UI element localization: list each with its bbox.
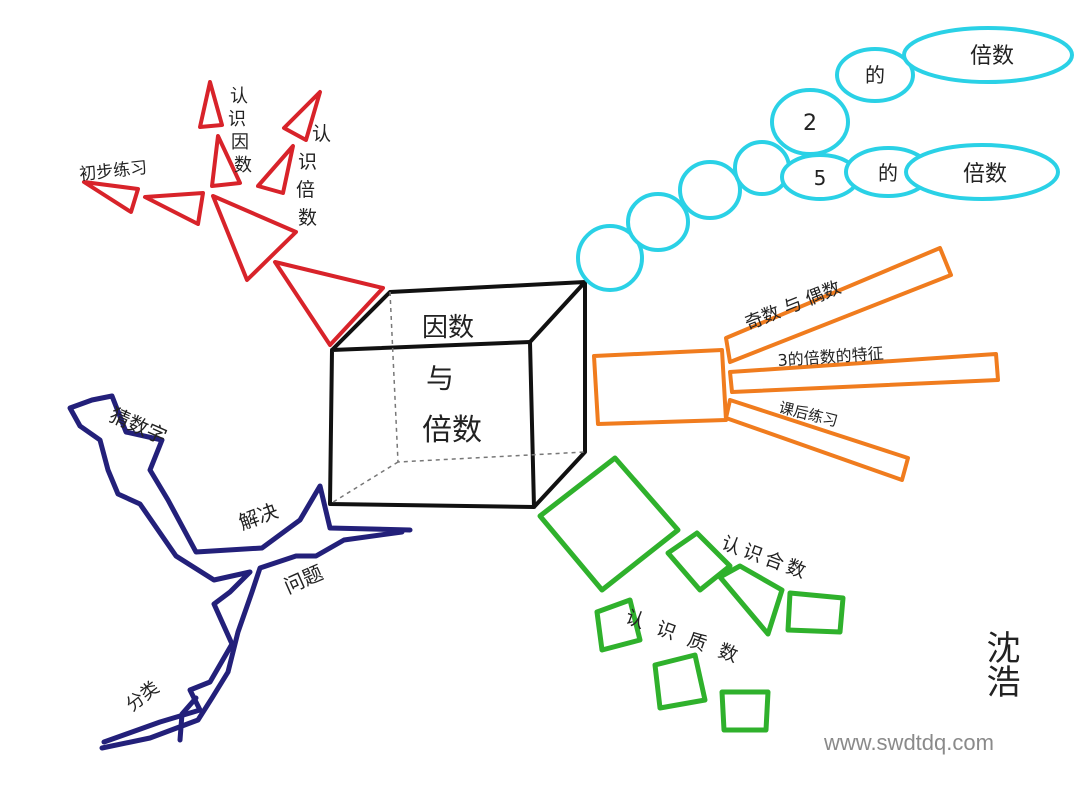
red-label-factor: 认 识 因 数 xyxy=(228,86,252,176)
center-title-line2: 与 xyxy=(426,362,454,395)
red-triangle-factor-1 xyxy=(198,80,224,129)
cyan-oval-two-beishu xyxy=(902,26,1074,84)
label-know-multiple-2: 识 xyxy=(298,151,317,173)
orange-label-mult-3: 3的倍数的特征 xyxy=(777,344,884,370)
red-label-multiple: 认 识 倍 数 xyxy=(296,123,331,229)
author-name: 沈浩 xyxy=(980,630,1020,698)
orange-bar-odd-even xyxy=(724,246,953,364)
blue-trunk xyxy=(67,393,413,745)
green-square-composite-2 xyxy=(717,563,785,637)
orange-label-odd-even: 奇数 与 偶数 xyxy=(742,277,844,334)
cyan-oval-2 xyxy=(626,192,690,252)
label-know-factor-3: 因 xyxy=(231,132,249,153)
cyan-oval-4 xyxy=(733,140,791,196)
cyan-oval-1 xyxy=(576,224,644,292)
label-know-factor-2: 识 xyxy=(228,109,246,130)
blue-branch-inner xyxy=(99,529,405,751)
cyan-oval-five-beishu xyxy=(904,143,1060,201)
label-initial-practice: 初步练习 xyxy=(78,158,148,185)
green-branch xyxy=(537,455,846,733)
blue-branch xyxy=(67,393,413,751)
label-know-factor-1: 认 xyxy=(230,86,248,107)
blue-label-solve: 解决 xyxy=(236,498,282,534)
cyan-label-2-beishu: 倍数 xyxy=(970,44,1014,69)
green-square-prime-3 xyxy=(719,689,771,733)
center-title-line3: 倍数 xyxy=(422,413,482,448)
cyan-branch xyxy=(576,26,1074,292)
cyan-label-5-de: 的 xyxy=(878,161,898,185)
red-triangle-medium xyxy=(211,194,298,282)
red-triangle-factor-2 xyxy=(210,134,242,188)
blue-label-problem: 问题 xyxy=(280,560,326,598)
red-triangle-large xyxy=(273,260,385,347)
cyan-label-5: 5 xyxy=(814,166,827,190)
orange-bar-mult-3 xyxy=(728,352,1000,394)
green-square-prime-1 xyxy=(594,597,643,653)
cyan-oval-two-de xyxy=(835,47,915,103)
green-square-composite-1 xyxy=(665,530,733,593)
cyan-label-2-de: 的 xyxy=(865,63,885,87)
red-triangle-multiple-1 xyxy=(282,90,322,142)
blue-label-guess: 猜数字 xyxy=(106,403,171,449)
cyan-label-5-beishu: 倍数 xyxy=(963,162,1007,187)
green-square-prime-2 xyxy=(652,652,708,711)
label-know-multiple-1: 认 xyxy=(312,123,331,145)
green-square-large xyxy=(537,455,681,593)
orange-base-rect xyxy=(592,348,728,426)
red-triangle-practice-2 xyxy=(82,180,140,214)
orange-branch xyxy=(592,246,1000,482)
cyan-oval-3 xyxy=(678,160,742,220)
cyan-label-2: 2 xyxy=(803,111,817,136)
center-cube xyxy=(328,280,587,509)
blue-label-bottom: 分类 xyxy=(122,677,163,716)
center-title-line1: 因数 xyxy=(422,313,474,343)
center-cube-hidden-edges xyxy=(329,291,586,505)
green-label-composite: 认识合数 xyxy=(718,532,812,584)
red-triangle-multiple-2 xyxy=(256,144,295,195)
watermark-url: www.swdtdq.com xyxy=(823,730,994,755)
red-triangle-practice-1 xyxy=(143,191,205,226)
red-branch xyxy=(82,80,385,347)
orange-bar-homework xyxy=(724,398,910,482)
label-know-multiple-3: 倍 xyxy=(296,179,315,201)
label-know-multiple-4: 数 xyxy=(298,207,317,229)
label-know-factor-4: 数 xyxy=(234,155,252,176)
green-square-composite-3 xyxy=(785,590,846,635)
blue-branch-lower xyxy=(177,695,199,743)
